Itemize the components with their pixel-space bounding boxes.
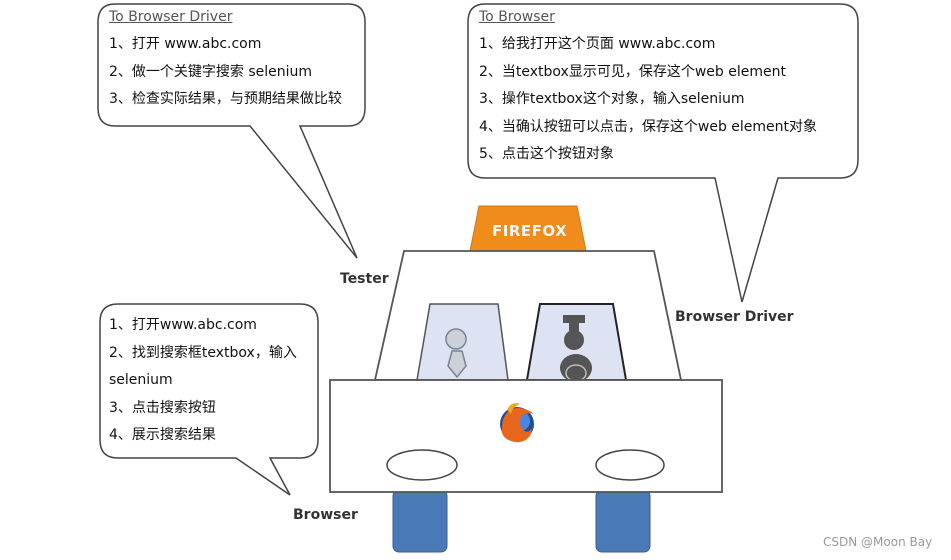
- tester-person-icon: [445, 328, 467, 379]
- driver-step: 2、当textbox显示可见，保存这个web element: [479, 63, 786, 80]
- firefox-logo-icon: [500, 403, 534, 443]
- browser-driver-label: Browser Driver: [675, 309, 794, 325]
- left-headlight: [386, 449, 458, 481]
- right-headlight: [595, 449, 665, 481]
- tester-label: Tester: [340, 271, 389, 287]
- browser-speech-bubble: [99, 303, 319, 496]
- browser-step: 4、展示搜索结果: [109, 427, 216, 443]
- driver-step: 4、当确认按钮可以点击，保存这个web element对象: [479, 118, 818, 135]
- tester-speech-bubble: [97, 3, 366, 259]
- left-wheel: [392, 489, 448, 553]
- tester-step: 1、打开 www.abc.com: [109, 36, 262, 52]
- driver-speech-bubble: [467, 3, 859, 303]
- driver-step: 3、操作textbox这个对象，输入selenium: [479, 91, 745, 107]
- watermark: CSDN @Moon Bay: [823, 535, 933, 549]
- driver-person-icon: [560, 315, 592, 382]
- driver-step: 1、给我打开这个页面 www.abc.com: [479, 36, 716, 52]
- tester-step: 3、检查实际结果，与预期结果做比较: [109, 91, 342, 107]
- driver-bubble-text: To Browser 1、给我打开这个页面 www.abc.com 2、当tex…: [479, 9, 817, 169]
- browser-label: Browser: [293, 507, 358, 523]
- browser-step: 3、点击搜索按钮: [109, 399, 216, 416]
- browser-step: 2、找到搜索框textbox，输入selenium: [109, 344, 297, 389]
- driver-bubble-title: To Browser: [479, 9, 555, 25]
- driver-step: 5、点击这个按钮对象: [479, 146, 614, 162]
- tester-bubble-text: To Browser Driver 1、打开 www.abc.com 2、做一个…: [109, 9, 342, 114]
- browser-step: 1、打开www.abc.com: [109, 317, 257, 333]
- tester-bubble-title: To Browser Driver: [109, 9, 233, 25]
- right-wheel: [595, 489, 651, 553]
- firefox-sign-label: FIREFOX: [492, 222, 568, 240]
- browser-bubble-text: 1、打开www.abc.com 2、找到搜索框textbox，输入seleniu…: [109, 312, 311, 450]
- tester-step: 2、做一个关键字搜索 selenium: [109, 63, 313, 80]
